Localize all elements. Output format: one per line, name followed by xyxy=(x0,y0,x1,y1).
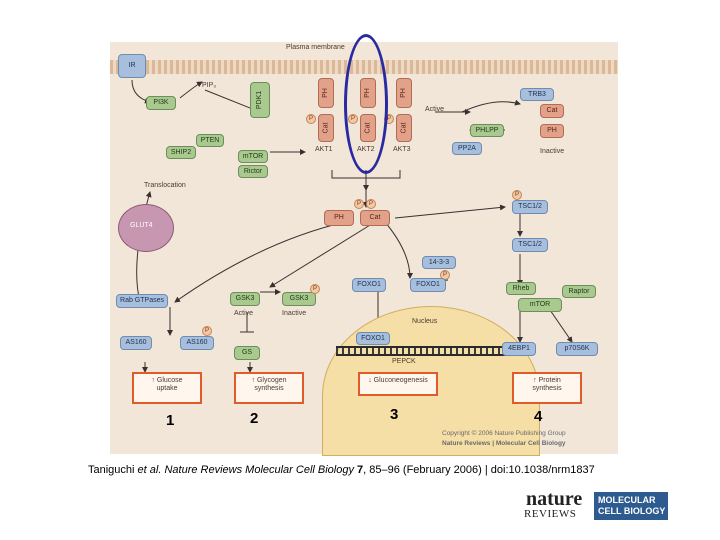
outcome-box-glucose-uptake: ↑ Glucose uptake xyxy=(132,372,202,404)
mtor-bottom-node: mTOR xyxy=(518,298,562,312)
akt1-cat: Cat xyxy=(318,114,334,142)
outcome-1-arrow: ↑ xyxy=(151,377,155,384)
logo-reviews-word: REVIEWS xyxy=(524,508,577,520)
pathway-arrows xyxy=(131,79,573,373)
logo-banner-line2: CELL BIOLOGY xyxy=(598,506,666,516)
glut4-vesicle xyxy=(118,204,174,252)
citation-etal: et al. xyxy=(137,464,162,476)
akt3-ph: PH xyxy=(396,78,412,108)
p70s6k-node: p70S6K xyxy=(556,342,598,356)
phospho-akt1: P xyxy=(306,114,316,124)
protein-14-3-3-node: 14-3-3 xyxy=(422,256,456,269)
gs-node: GS xyxy=(234,346,260,360)
active-label: Active xyxy=(425,106,445,113)
inactive-label: Inactive xyxy=(540,148,565,155)
logo-banner xyxy=(594,492,668,520)
translocation-label: Translocation xyxy=(144,182,186,189)
outcome-box-glycogen-synthesis: ↑ Glycogen synthesis xyxy=(234,372,304,404)
phospho-akt-active-2: P xyxy=(366,199,376,209)
outcome-3-arrow: ↓ xyxy=(368,377,372,384)
mtor-top-node: mTOR xyxy=(238,150,268,163)
logo-banner-line1: MOLECULAR xyxy=(598,495,656,505)
pip3-label: PIP₃ xyxy=(202,82,217,89)
akt3-cat: Cat xyxy=(396,114,412,142)
akt3-label: AKT3 xyxy=(393,146,411,153)
outcome-4-line1: Protein xyxy=(538,377,561,384)
citation-volume: 7 xyxy=(357,464,364,476)
phospho-tsc: P xyxy=(512,190,522,200)
gsk3-inactive-label: Inactive xyxy=(282,310,307,317)
outcome-2-arrow: ↑ xyxy=(251,377,255,384)
trb3-ph: PH xyxy=(540,124,564,138)
citation: Taniguchi et al. Nature Reviews Molecula… xyxy=(88,464,595,476)
citation-rest: , 85–96 (February 2006) | doi:10.1038/nr… xyxy=(363,464,595,476)
akt-active-ph: PH xyxy=(324,210,354,226)
copyright-line2: Nature Reviews | Molecular Cell Biology xyxy=(442,440,566,447)
phospho-as160: P xyxy=(202,326,212,336)
trb3-cat: Cat xyxy=(540,104,564,118)
pathway-figure: Plasma membrane xyxy=(110,34,618,456)
phospho-gsk3: P xyxy=(310,284,320,294)
akt-active-cat: Cat xyxy=(360,210,390,226)
akt3-cat-label: Cat xyxy=(400,122,407,134)
phlpp-node: PHLPP xyxy=(470,124,504,137)
copyright-line1: Copyright © 2006 Nature Publishing Group xyxy=(442,430,566,437)
outcome-2-line1: Glycogen xyxy=(256,377,287,384)
outcome-number-4: 4 xyxy=(534,408,543,425)
tsc12-phospho-node: TSC1/2 xyxy=(512,200,548,214)
akt3-ph-label: PH xyxy=(399,88,407,98)
outcome-1-line1: Glucose xyxy=(156,377,183,384)
phospho-akt-active-1: P xyxy=(354,199,364,209)
logo-nature-word: nature xyxy=(526,488,583,510)
trb3-node: TRB3 xyxy=(520,88,554,101)
outcome-number-1: 1 xyxy=(166,412,175,429)
pdk1-label: PDK1 xyxy=(256,90,264,110)
outcome-4-arrow: ↑ xyxy=(533,377,537,384)
4ebp1-node: 4EBP1 xyxy=(502,342,536,356)
outcome-box-gluconeogenesis: ↓ Gluconeogenesis xyxy=(358,372,438,396)
dna-strand xyxy=(336,346,516,356)
gsk3-active-label: Active xyxy=(234,310,254,317)
foxo1-phospho-node: FOXO1 xyxy=(410,278,446,292)
rab-gtpases-node: Rab GTPases xyxy=(116,294,168,308)
outcome-2-line2: synthesis xyxy=(254,385,284,392)
tsc12-node: TSC1/2 xyxy=(512,238,548,252)
akt1-ph-label: PH xyxy=(321,88,329,98)
citation-authors: Taniguchi xyxy=(88,464,138,476)
foxo1-node: FOXO1 xyxy=(352,278,386,292)
gsk3-active-node: GSK3 xyxy=(230,292,260,306)
akt1-ph: PH xyxy=(318,78,334,108)
akt1-cat-label: Cat xyxy=(322,122,329,134)
ir-node: IR xyxy=(118,54,146,78)
nucleus-label: Nucleus xyxy=(412,318,438,325)
rheb-node: Rheb xyxy=(506,282,536,295)
as160-phospho-node: AS160 xyxy=(180,336,214,350)
pepck-label: PEPCK xyxy=(392,358,416,365)
pi3k-node: PI3K xyxy=(146,96,176,110)
akt2-highlight-oval xyxy=(344,34,388,174)
outcome-number-2: 2 xyxy=(250,410,259,427)
raptor-node: Raptor xyxy=(562,285,596,298)
as160-node: AS160 xyxy=(120,336,152,350)
pten-node: PTEN xyxy=(196,134,224,147)
outcome-4-line2: synthesis xyxy=(532,385,562,392)
akt1-label: AKT1 xyxy=(315,146,333,153)
foxo1-nuclear-node: FOXO1 xyxy=(356,332,390,345)
pp2a-node: PP2A xyxy=(452,142,482,155)
outcome-box-protein-synthesis: ↑ Protein synthesis xyxy=(512,372,582,404)
gsk3-inactive-node: GSK3 xyxy=(282,292,316,306)
ship2-node: SHIP2 xyxy=(166,146,196,159)
glut4-label: GLUT4 xyxy=(130,222,153,229)
nature-reviews-logo: nature REVIEWS MOLECULAR CELL BIOLOGY xyxy=(520,488,670,524)
outcome-number-3: 3 xyxy=(390,406,399,423)
membrane-label: Plasma membrane xyxy=(286,44,345,51)
outcome-1-line2: uptake xyxy=(156,385,178,392)
pdk1-node: PDK1 xyxy=(250,82,270,118)
rictor-node: Rictor xyxy=(238,165,268,178)
citation-journal: Nature Reviews Molecular Cell Biology xyxy=(161,464,358,476)
outcome-3-line1: Gluconeogenesis xyxy=(373,377,428,384)
